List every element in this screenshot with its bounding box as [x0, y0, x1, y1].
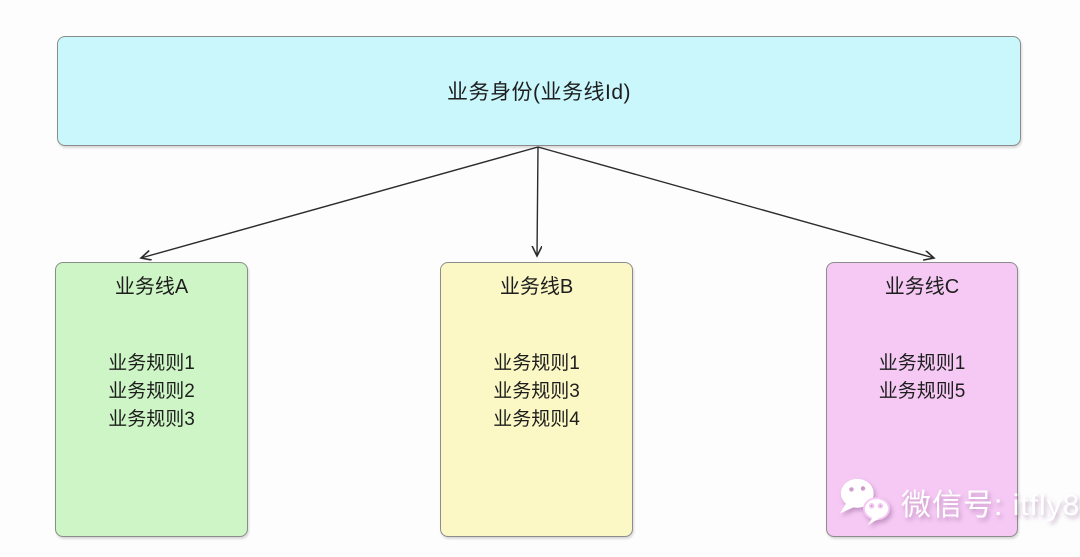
wechat-icon — [839, 478, 890, 526]
node-business-identity: 业务身份(业务线Id) — [57, 36, 1021, 146]
node-business-line-b-title: 业务线B — [499, 276, 574, 298]
node-business-line-c-rules: 业务规则1 业务规则5 — [827, 350, 1017, 406]
rule-item: 业务规则1 — [493, 353, 580, 374]
node-business-line-b: 业务线B 业务规则1 业务规则3 业务规则4 — [440, 262, 633, 537]
arrow-root-to-line-a — [141, 146, 539, 258]
node-business-line-b-rules: 业务规则1 业务规则3 业务规则4 — [441, 350, 632, 434]
watermark: 微信号: itfly8 — [836, 476, 1080, 528]
rule-item: 业务规则1 — [108, 353, 195, 374]
rule-item: 业务规则3 — [493, 381, 580, 402]
node-business-line-c-title: 业务线C — [884, 276, 960, 298]
watermark-text: 微信号: itfly8 — [901, 489, 1080, 522]
arrow-root-to-line-c — [537, 146, 934, 258]
node-business-identity-label: 业务身份(业务线Id) — [447, 81, 631, 104]
rule-item: 业务规则3 — [108, 409, 195, 430]
rule-item: 业务规则4 — [493, 409, 580, 430]
arrow-root-to-line-b — [537, 146, 538, 256]
node-business-line-a: 业务线A 业务规则1 业务规则2 业务规则3 — [55, 262, 248, 537]
node-business-line-a-rules: 业务规则1 业务规则2 业务规则3 — [56, 350, 247, 434]
rule-item: 业务规则5 — [878, 381, 966, 402]
node-business-line-a-title: 业务线A — [114, 276, 189, 298]
rule-item: 业务规则2 — [108, 381, 195, 402]
rule-item: 业务规则1 — [878, 353, 966, 374]
